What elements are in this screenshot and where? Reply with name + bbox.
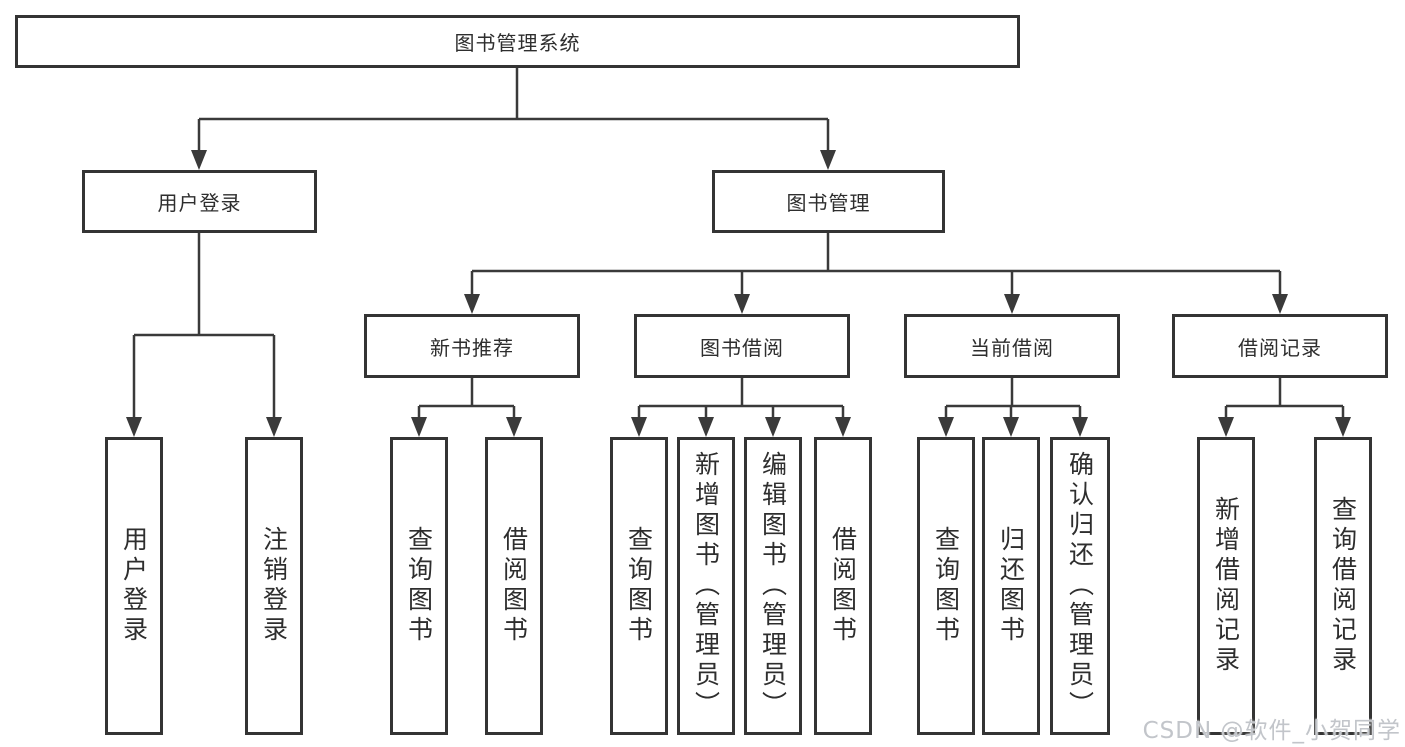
leaf-user-login: 用户登录 [105,437,163,735]
leaf-confirm-return-admin: 确认归还（管理员） [1050,437,1110,735]
node-new-book-recommendation: 新书推荐 [364,314,580,378]
node-library-management-system: 图书管理系统 [15,15,1020,68]
leaf-add-borrow-record: 新增借阅记录 [1197,437,1255,735]
leaf-query-borrow-record: 查询借阅记录 [1314,437,1372,735]
node-book-management: 图书管理 [712,170,945,233]
leaf-query-books: 查询图书 [610,437,668,735]
leaf-query-books: 查询图书 [390,437,448,735]
leaf-query-books: 查询图书 [917,437,975,735]
leaf-borrow-books: 借阅图书 [485,437,543,735]
node-current-borrowing: 当前借阅 [904,314,1120,378]
csdn-watermark: CSDN @软件_小贺同学 [1142,718,1401,744]
node-book-borrowing: 图书借阅 [634,314,850,378]
leaf-logout: 注销登录 [245,437,303,735]
leaf-borrow-books: 借阅图书 [814,437,872,735]
leaf-edit-books-admin: 编辑图书（管理员） [744,437,802,735]
leaf-return-books: 归还图书 [982,437,1040,735]
node-borrowing-records: 借阅记录 [1172,314,1388,378]
node-user-login: 用户登录 [82,170,317,233]
leaf-add-books-admin: 新增图书（管理员） [677,437,735,735]
